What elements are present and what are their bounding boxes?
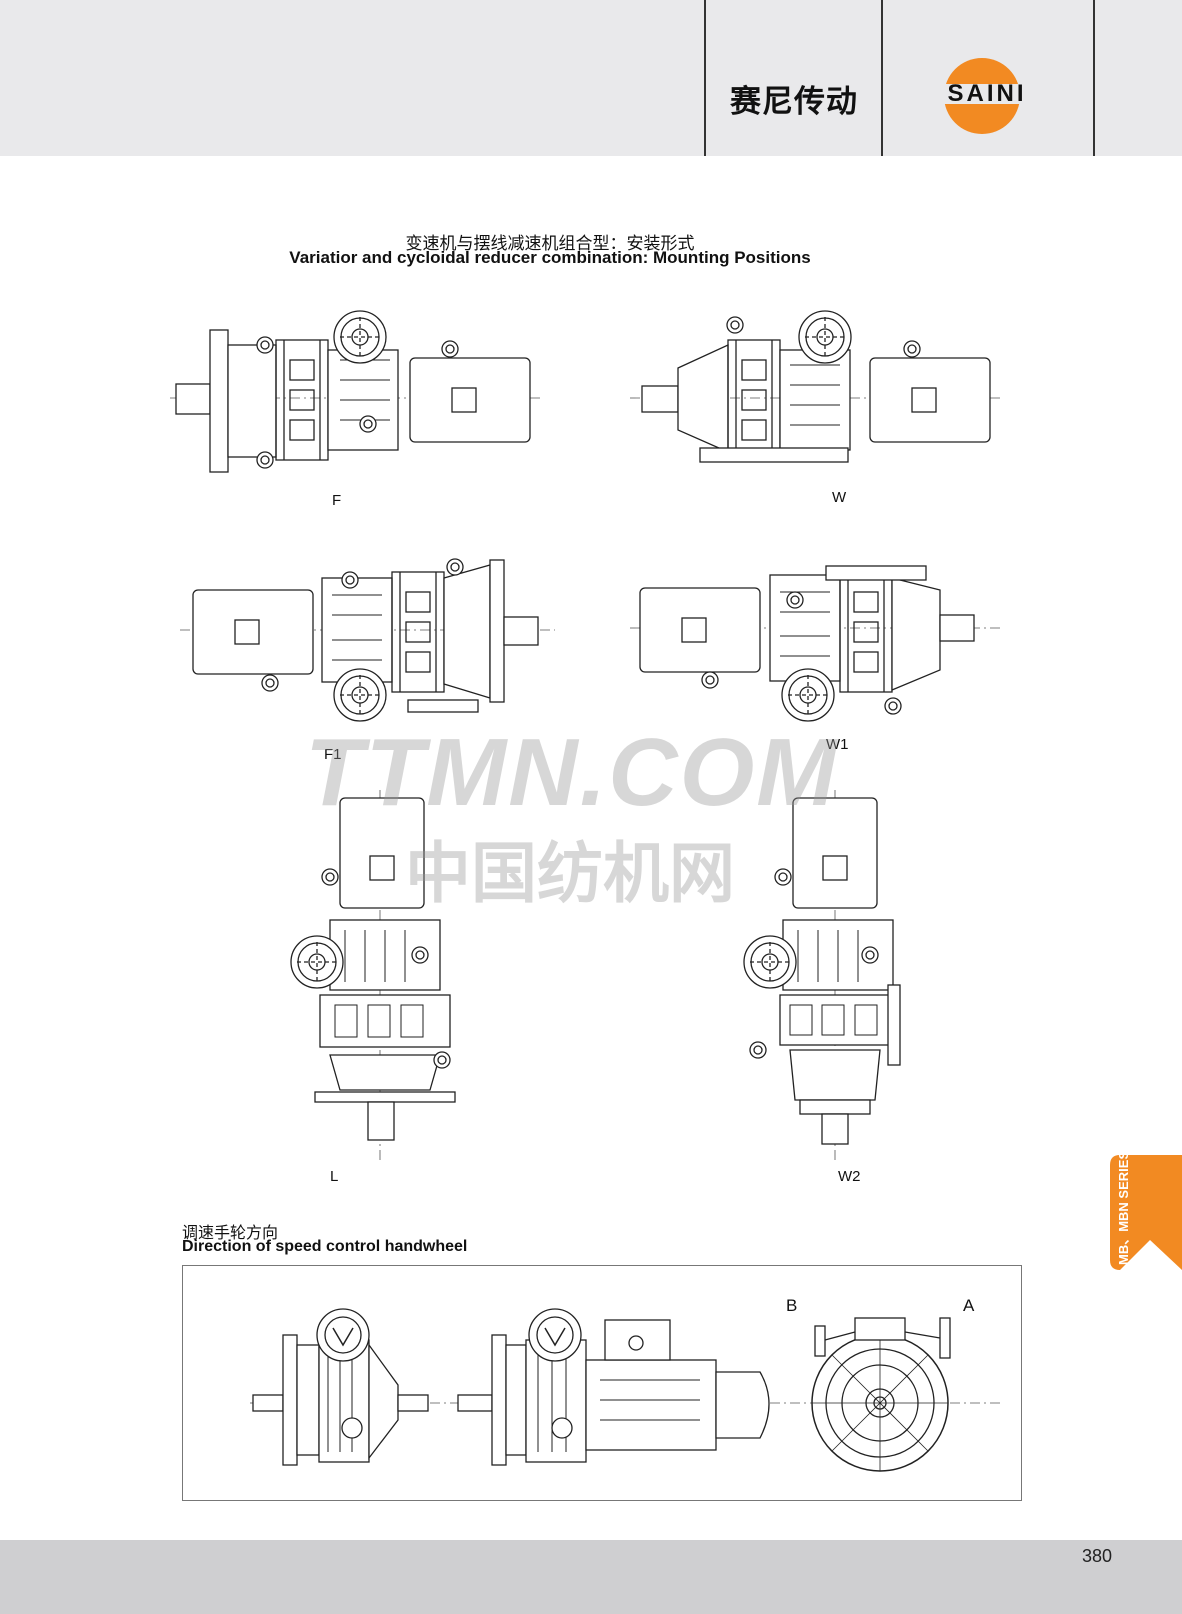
section-title-en: Variatior and cycloidal reducer combinat… (289, 248, 811, 267)
header-divider (881, 0, 883, 156)
header-divider (1093, 0, 1095, 156)
watermark-cn: 中国纺机网 (405, 835, 735, 912)
drawing-W1 (630, 565, 1000, 722)
position-label-f: F (332, 492, 342, 509)
logo-text: SAINI (947, 80, 1026, 107)
drawing-W2 (743, 790, 901, 1160)
position-label-w: W (832, 489, 847, 506)
series-side-tab (1110, 1155, 1182, 1270)
section-title-cn: 变速机与摆线减速机组合型：安装形式 (405, 234, 695, 254)
series-side-tab-text: MB、MBN SERIES (1116, 1150, 1131, 1265)
direction-label-a: A (963, 1296, 975, 1315)
direction-label-b: B (786, 1296, 798, 1315)
drawing-F (170, 310, 540, 473)
position-label-w2: W2 (838, 1168, 861, 1185)
position-label-w1: W1 (826, 736, 849, 753)
brand-name: 赛尼传动 (730, 84, 858, 120)
handwheel-title-en: Direction of speed control handwheel (182, 1238, 468, 1255)
page-number: 380 (1081, 1546, 1112, 1566)
saini-logo: SAINI (925, 58, 1055, 134)
drawing-L (290, 790, 456, 1160)
header-divider (704, 0, 706, 156)
watermark-en: TTMN.COM (305, 719, 839, 826)
position-label-l: L (330, 1168, 339, 1185)
page-footer (0, 1540, 1182, 1614)
handwheel-diagram-box (182, 1265, 1022, 1501)
position-label-f1: F1 (324, 746, 342, 763)
handwheel-direction-drawings (250, 1308, 1000, 1472)
drawing-F1 (180, 558, 555, 722)
drawing-W (630, 310, 1000, 463)
handwheel-title-cn: 调速手轮方向 (182, 1223, 279, 1242)
